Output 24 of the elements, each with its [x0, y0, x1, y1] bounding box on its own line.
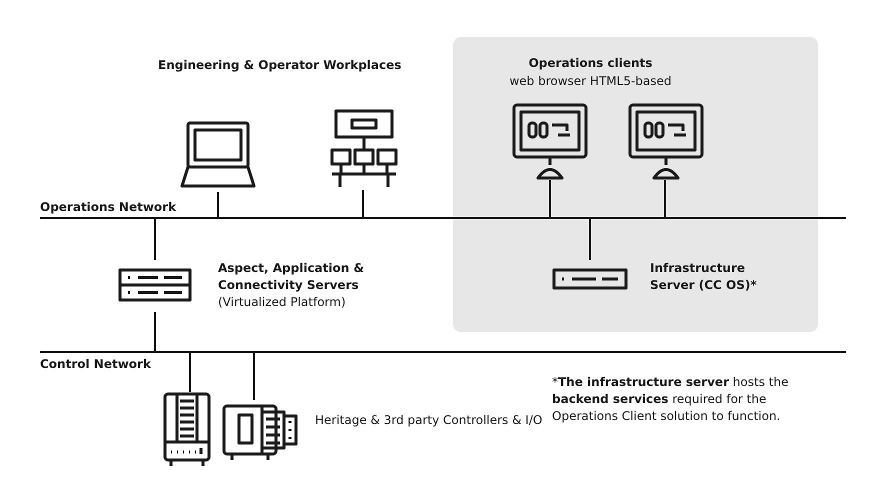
server-name: Aspect, Application & Connectivity Servers: [218, 260, 365, 294]
clients-panel: [453, 37, 818, 332]
network-name: Operations Network: [40, 199, 176, 216]
monitor-icon: [512, 103, 588, 180]
controllers-text: Heritage & 3rd party Controllers & I/O: [315, 412, 544, 429]
footnote-text: *The infrastructure server hosts the backend services required for the Operations Client solution to function.: [552, 374, 790, 425]
server-note: (Virtualized Platform): [218, 294, 347, 311]
network-link: [664, 180, 666, 218]
network-link: [154, 312, 156, 352]
server-name: Infrastructure Server (CC OS)*: [650, 260, 758, 294]
network-link: [589, 218, 591, 260]
network-link: [549, 180, 551, 218]
panel-heading: Operations clients: [528, 55, 654, 72]
network-link: [362, 190, 364, 218]
workstation-icon: [330, 108, 398, 190]
network-link: [217, 192, 219, 218]
network-link: [189, 352, 191, 392]
controller-icon: [163, 392, 211, 468]
section-heading: Engineering & Operator Workplaces: [158, 57, 402, 74]
monitor-icon: [628, 103, 704, 180]
panel-subtitle: web browser HTML5-based: [508, 73, 673, 90]
network-link: [154, 218, 156, 260]
network-name: Control Network: [40, 356, 151, 373]
network-link: [253, 352, 255, 400]
